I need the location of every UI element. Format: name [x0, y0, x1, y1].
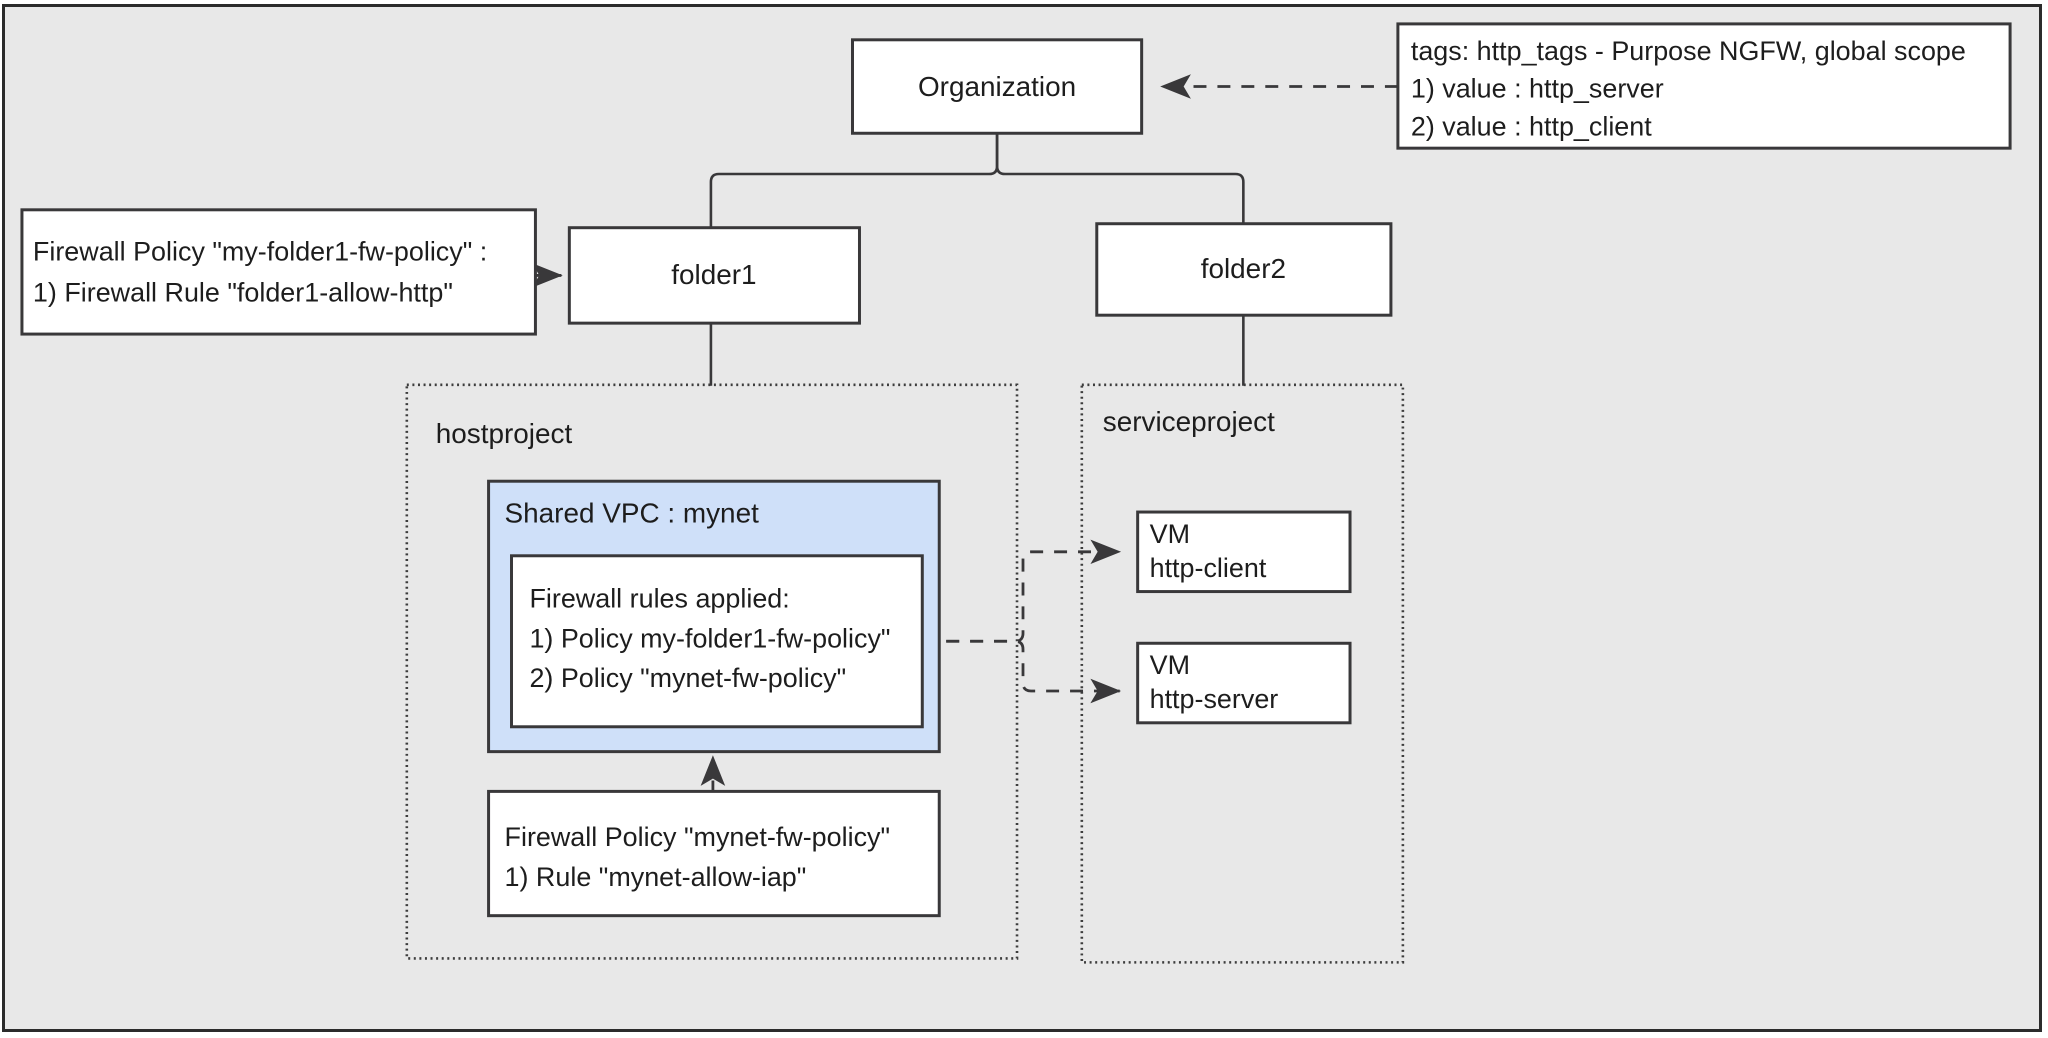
- hostproject-container: hostproject: [405, 383, 1019, 960]
- tags-note-line1: tags: http_tags - Purpose NGFW, global s…: [1411, 36, 1966, 66]
- tags-note-line3: 2) value : http_client: [1411, 111, 1652, 141]
- edge-rules-applied-to-vm-http-client: [922, 539, 1122, 643]
- folder1-node[interactable]: folder1: [567, 226, 861, 325]
- organization-label: Organization: [918, 71, 1076, 102]
- rules-applied-line1: Firewall rules applied:: [529, 584, 789, 614]
- vm-http-server-line1: VM: [1150, 650, 1190, 680]
- edge-rules-applied-to-vm-http-server: [922, 639, 1122, 704]
- hierarchy-diagram: hostproject serviceproject: [20, 22, 2012, 964]
- rules-applied-line3: 2) Policy "mynet-fw-policy": [529, 663, 846, 693]
- rules-applied-line2: 1) Policy my-folder1-fw-policy": [529, 623, 890, 653]
- mynet-policy-note-line2: 1) Rule "mynet-allow-iap": [505, 862, 807, 892]
- vm-http-server-node[interactable]: VM http-server: [1136, 641, 1352, 725]
- mynet-policy-note: Firewall Policy "mynet-fw-policy" 1) Rul…: [487, 789, 941, 918]
- shared-vpc-node[interactable]: Shared VPC : mynet Firewall rules applie…: [487, 479, 941, 754]
- folder1-policy-note-line2: 1) Firewall Rule "folder1-allow-http": [33, 277, 453, 307]
- serviceproject-border: [1080, 383, 1405, 964]
- folder1-policy-note-box: [20, 208, 537, 336]
- folder2-label: folder2: [1201, 253, 1286, 284]
- vm-http-client-box[interactable]: [1136, 510, 1352, 594]
- mynet-policy-note-line1: Firewall Policy "mynet-fw-policy": [505, 822, 891, 852]
- vm-http-server-box[interactable]: [1136, 641, 1352, 725]
- folder2-node[interactable]: folder2: [1095, 222, 1393, 317]
- folder1-policy-note-line1: Firewall Policy "my-folder1-fw-policy" :: [33, 237, 487, 267]
- vm-http-server-line2: http-server: [1150, 684, 1279, 714]
- organization-box[interactable]: [851, 38, 1144, 135]
- serviceproject-label: serviceproject: [1103, 406, 1275, 437]
- hostproject-label: hostproject: [436, 418, 573, 449]
- edge-organization-to-folder1: [709, 133, 999, 228]
- tags-note-box: [1396, 22, 2012, 150]
- vm-http-client-line2: http-client: [1150, 553, 1267, 583]
- tags-note: tags: http_tags - Purpose NGFW, global s…: [1396, 22, 2012, 150]
- hostproject-border: [405, 383, 1019, 960]
- mynet-policy-note-box: [487, 789, 941, 918]
- folder1-policy-note: Firewall Policy "my-folder1-fw-policy" :…: [20, 208, 537, 336]
- shared-vpc-label: Shared VPC : mynet: [505, 497, 760, 528]
- folder2-box[interactable]: [1095, 222, 1393, 317]
- rules-applied-note: Firewall rules applied: 1) Policy my-fol…: [510, 554, 924, 729]
- folder1-box[interactable]: [567, 226, 861, 325]
- folder1-label: folder1: [671, 259, 756, 290]
- vm-http-client-node[interactable]: VM http-client: [1136, 510, 1352, 594]
- tags-note-line2: 1) value : http_server: [1411, 74, 1664, 104]
- vm-http-client-line1: VM: [1150, 519, 1190, 549]
- organization-node[interactable]: Organization: [851, 38, 1144, 135]
- edge-organization-to-folder2: [995, 133, 1245, 224]
- rules-applied-box: [510, 554, 924, 729]
- serviceproject-container: serviceproject: [1080, 383, 1405, 964]
- diagram-canvas: hostproject serviceproject: [2, 4, 2042, 1032]
